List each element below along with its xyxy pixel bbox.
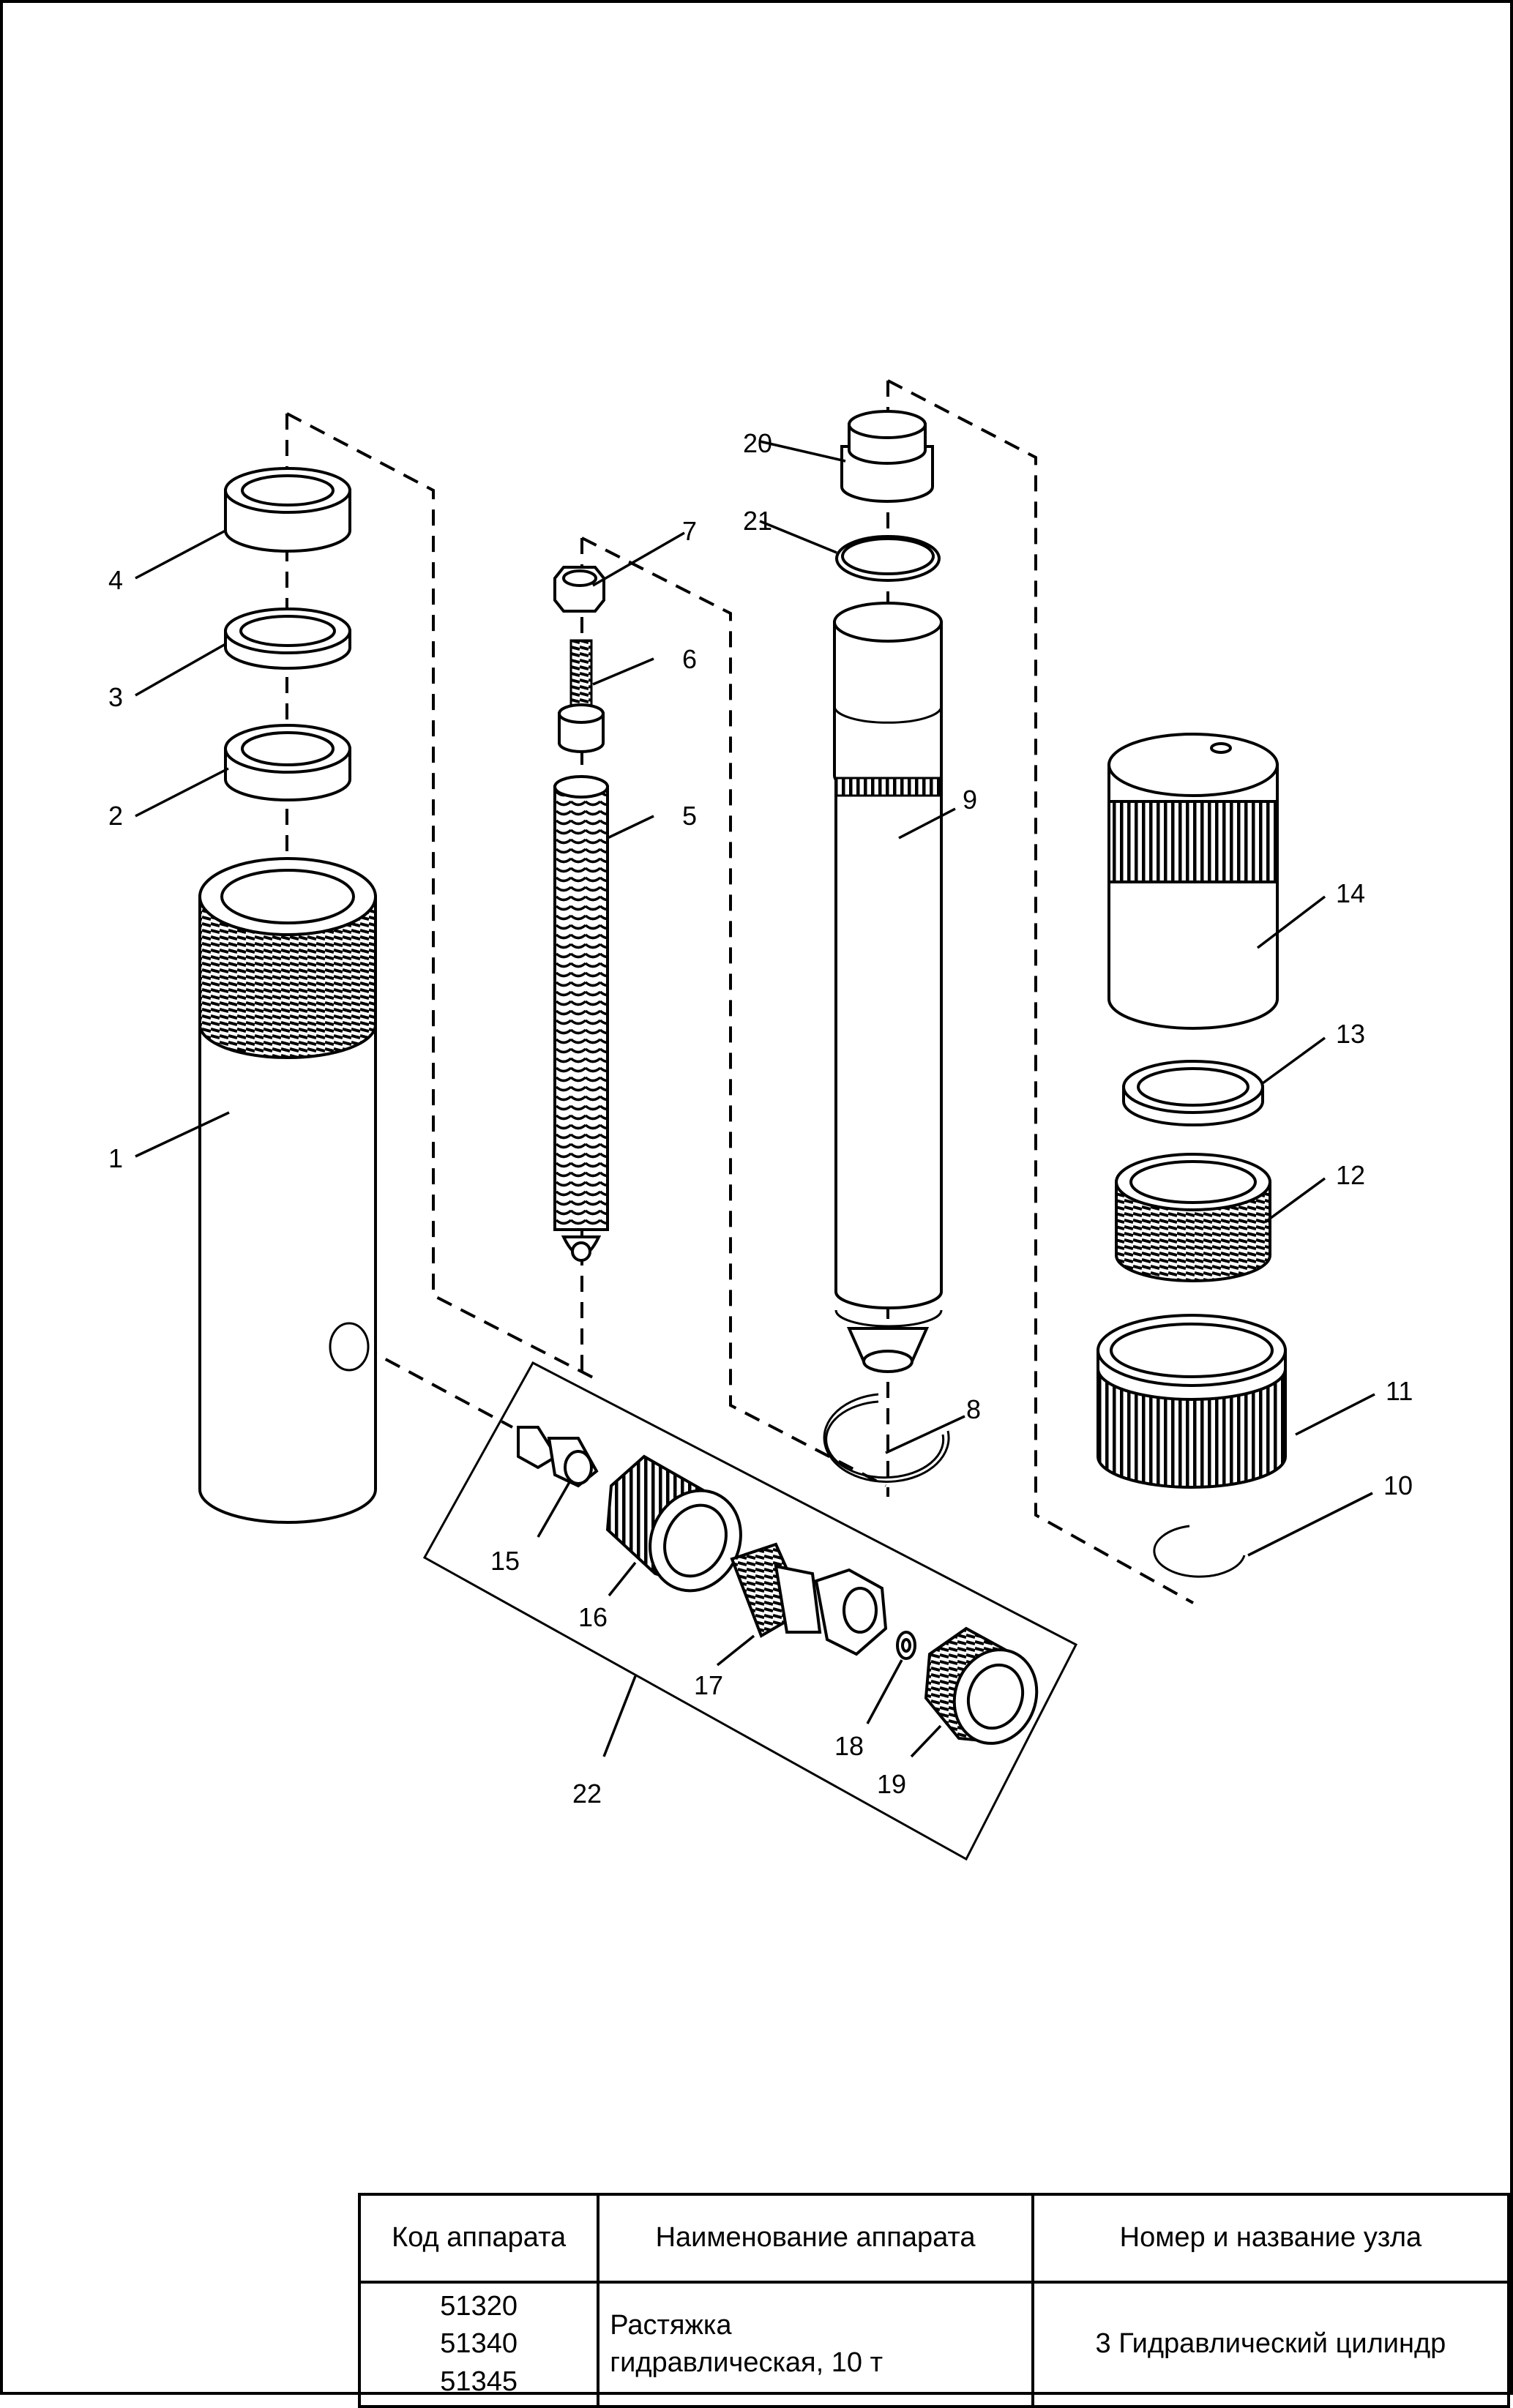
subassembly-22-frame — [422, 1361, 1078, 1861]
callout-11: 11 — [1386, 1376, 1413, 1406]
part-12-threaded-ring — [1115, 1153, 1271, 1282]
part-18-washer — [896, 1631, 916, 1660]
cell-codes: 51320 51340 51345 — [357, 2281, 600, 2408]
callout-12: 12 — [1336, 1160, 1365, 1190]
part-13-ring — [1122, 1060, 1264, 1126]
part-16-knurled-nut — [605, 1454, 742, 1593]
code-value: 51320 — [440, 2291, 518, 2322]
part-7-nut — [553, 566, 605, 613]
part-2-ring — [224, 724, 351, 801]
part-21-oring — [835, 535, 941, 582]
callout-3: 3 — [108, 682, 123, 712]
callout-1: 1 — [108, 1143, 123, 1173]
callout-8: 8 — [966, 1394, 981, 1424]
callout-6: 6 — [682, 644, 697, 674]
part-6-bolt — [558, 639, 605, 753]
callout-2: 2 — [108, 801, 123, 831]
part-9-piston — [833, 602, 943, 1373]
callout-19: 19 — [877, 1769, 906, 1799]
callout-13: 13 — [1336, 1019, 1365, 1049]
part-20-cap — [840, 410, 934, 503]
callout-15: 15 — [490, 1546, 520, 1576]
part-4-ring — [224, 467, 351, 553]
assembly-dashed-lines — [285, 379, 1194, 1604]
callout-5: 5 — [682, 801, 697, 831]
header-unit: Номер и название узла — [1031, 2193, 1511, 2284]
callout-4: 4 — [108, 565, 123, 595]
cell-name: Растяжка гидравлическая, 10 т — [597, 2281, 1034, 2408]
title-block: Код аппарата Наименование аппарата Номер… — [357, 2193, 1511, 2408]
callout-20: 20 — [743, 428, 772, 458]
callout-10: 10 — [1383, 1470, 1413, 1500]
callout-21: 21 — [743, 506, 772, 536]
part-5-spring — [553, 775, 609, 1262]
callout-18: 18 — [834, 1731, 864, 1761]
header-code: Код аппарата — [357, 2193, 600, 2284]
callout-22: 22 — [572, 1779, 602, 1809]
callout-14: 14 — [1336, 878, 1365, 908]
name-line: гидравлическая, 10 т — [610, 2347, 883, 2378]
cell-unit: 3 Гидравлический цилиндр — [1031, 2281, 1511, 2408]
callout-labels: 4 3 2 1 5 6 7 20 21 9 8 14 13 12 11 10 1… — [108, 428, 1413, 1809]
header-name: Наименование аппарата — [597, 2193, 1034, 2284]
part-17-fitting — [730, 1542, 888, 1656]
part-15-screw — [517, 1426, 599, 1488]
leader-lines — [135, 440, 1375, 1758]
part-3-seal — [224, 607, 351, 670]
part-10-snap-ring — [1153, 1525, 1246, 1578]
callout-7: 7 — [682, 516, 697, 546]
part-19-plug — [924, 1626, 1039, 1745]
part-8-snap-ring — [823, 1393, 950, 1483]
callout-16: 16 — [578, 1602, 608, 1632]
part-14-cap — [1107, 733, 1279, 1030]
part-1-cylinder — [198, 857, 377, 1524]
code-value: 51340 — [440, 2328, 518, 2360]
code-value: 51345 — [440, 2366, 518, 2397]
callout-9: 9 — [963, 785, 977, 815]
part-11-knurled-nut — [1097, 1314, 1287, 1489]
callout-17: 17 — [694, 1670, 723, 1700]
name-line: Растяжка — [610, 2309, 732, 2341]
